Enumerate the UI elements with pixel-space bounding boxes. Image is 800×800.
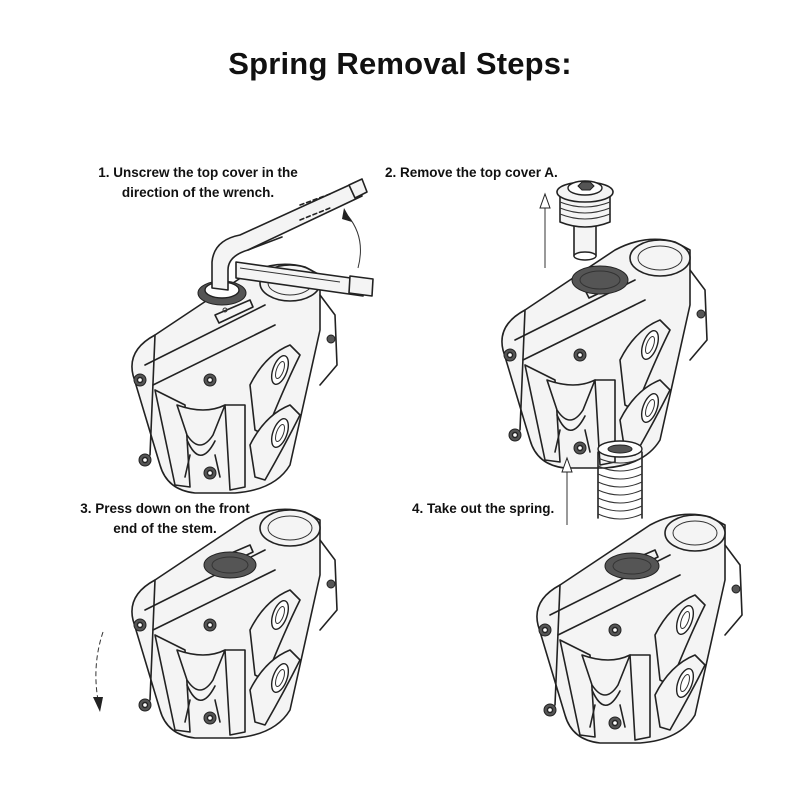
- step-2-caption: 2. Remove the top cover A.: [385, 163, 558, 183]
- press-down-arrow-icon: [93, 631, 104, 712]
- step-4-line-1: 4. Take out the spring.: [412, 501, 555, 516]
- step-2-line-1: 2. Remove the top cover A.: [385, 165, 558, 180]
- step-1-line-1: 1. Unscrew the top cover in the: [98, 165, 298, 180]
- page-title: Spring Removal Steps:: [228, 46, 572, 81]
- step-3-stem-illustration: [93, 508, 338, 739]
- step-4-caption: 4. Take out the spring.: [412, 499, 554, 519]
- step-4-stem-illustration: [536, 513, 743, 744]
- spring-up-arrow-icon: [561, 456, 573, 525]
- step-3-caption: 3. Press down on the front end of the st…: [60, 499, 270, 539]
- step-1-caption: 1. Unscrew the top cover in the directio…: [88, 163, 308, 203]
- step-1-line-2: direction of the wrench.: [121, 185, 275, 200]
- step-2-stem-illustration: [501, 180, 708, 469]
- up-arrow-icon: [539, 192, 551, 268]
- step-3-line-1: 3. Press down on the front: [80, 501, 250, 516]
- step-1-stem-illustration: [131, 178, 374, 494]
- spring-icon: [597, 440, 643, 520]
- top-cover-a-icon: [556, 180, 614, 261]
- rotation-arrow-icon: [342, 208, 361, 269]
- hex-wrench-icon: [211, 178, 374, 297]
- step-3-line-2: end of the stem.: [113, 521, 217, 536]
